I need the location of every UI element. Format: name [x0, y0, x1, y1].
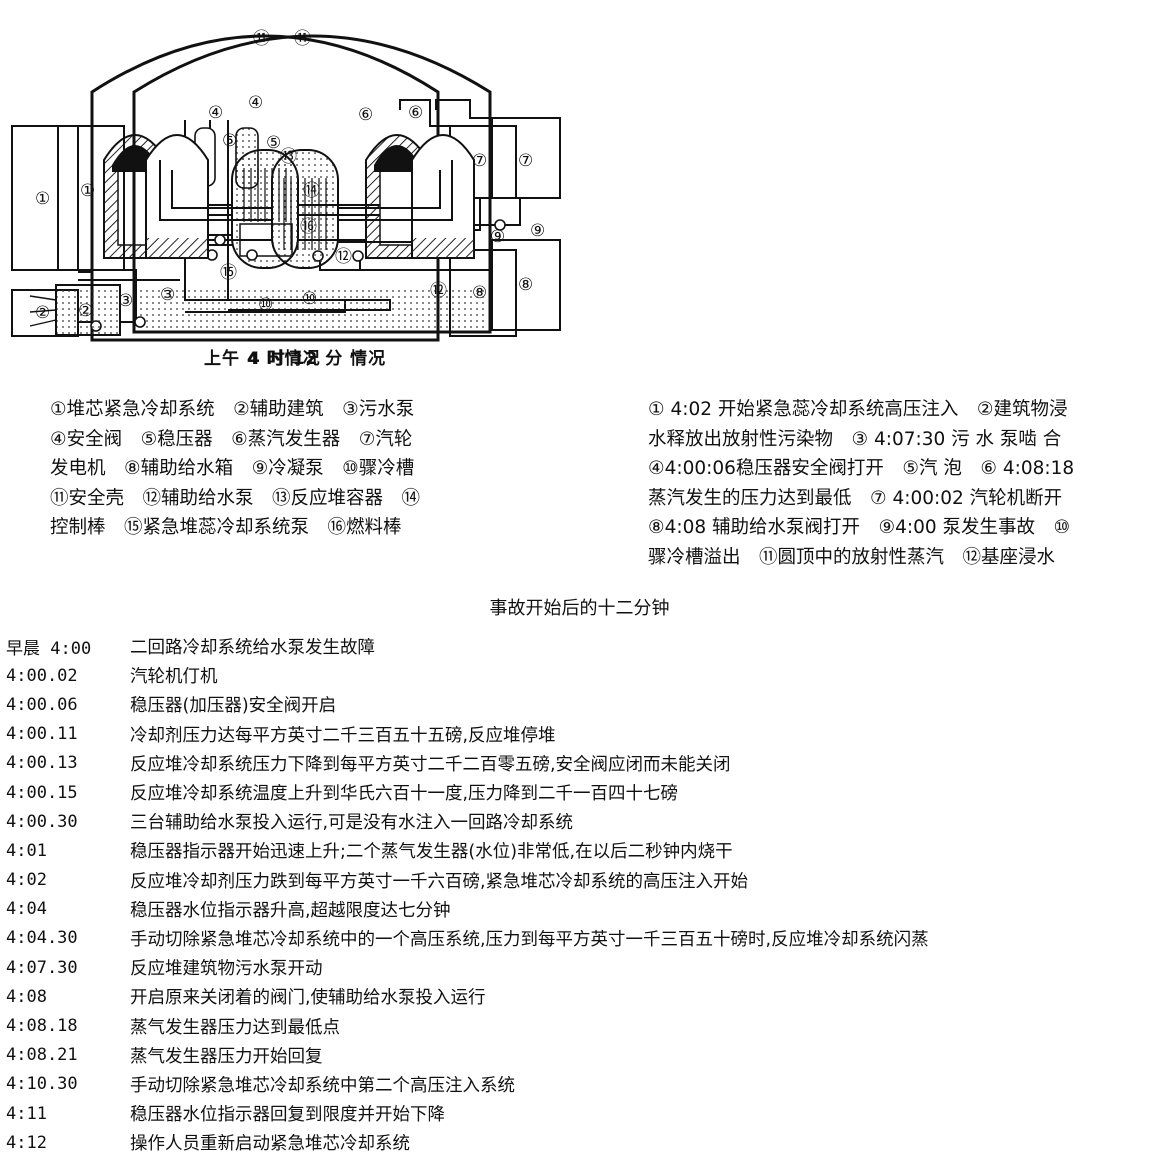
timeline-time: 4:00.15: [6, 782, 78, 803]
timeline-event: 开启原来关闭着的阀门,使辅助给水泵投入运行: [130, 988, 486, 1009]
timeline-time: 4:11: [6, 1103, 47, 1124]
marker-4: ④: [208, 103, 223, 123]
timeline-row: 早晨 4:00 二回路冷却系统给水泵发生故障: [6, 632, 1156, 661]
diagram-marker: ②: [78, 301, 93, 321]
timeline-row: 4:00.15 反应堆冷却系统温度上升到华氏六百十一度,压力降到二千一百四十七磅: [6, 778, 1156, 807]
timeline-time: 4:00.30: [6, 811, 78, 832]
timeline-event: 汽轮机仃机: [130, 667, 218, 688]
marker-2: ②: [35, 303, 50, 323]
timeline-row: 4:10.30 手动切除紧急堆芯冷却系统中第二个高压注入系统: [6, 1070, 1156, 1099]
timeline-time: 4:04: [6, 899, 47, 920]
timeline-time: 4:00.02: [6, 665, 78, 686]
timeline-row: 4:00.11 冷却剂压力达每平方英寸二千三百五十五磅,反应堆停堆: [6, 720, 1156, 749]
timeline-event: 稳压器水位指示器升高,超越限度达七分钟: [130, 900, 451, 921]
timeline-time: 4:08.18: [6, 1016, 78, 1037]
containment-dome: [90, 34, 440, 342]
timeline-row: 4:02 反应堆冷却剂压力跌到每平方英寸一千六百磅,紧急堆芯冷却系统的高压注入开始: [6, 866, 1156, 895]
legend-left: ①堆芯紧急冷却系统 ②辅助建筑 ③污水泵 ④安全阀 ⑤稳压器 ⑥蒸汽发生器 ⑦汽…: [50, 399, 421, 538]
timeline-row: 4:08.21 蒸气发生器压力开始回复: [6, 1041, 1156, 1070]
timeline-row: 4:00.06 稳压器(加压器)安全阀开启: [6, 690, 1156, 719]
timeline-row: 4:00.30 三台辅助给水泵投入运行,可是没有水注入一回路冷却系统: [6, 807, 1156, 836]
timeline-row: 4:04.30 手动切除紧急堆芯冷却系统中的一个高压系统,压力到每平方英寸一千三百…: [6, 924, 1156, 953]
timeline-time: 4:02: [6, 870, 47, 891]
timeline-event: 稳压器指示器开始迅速上升;二个蒸气发生器(水位)非常低,在以后二秒钟内烧干: [130, 842, 733, 863]
timeline-event: 稳压器(加压器)安全阀开启: [130, 696, 337, 717]
timeline-row: 4:07.30 反应堆建筑物污水泵开动: [6, 953, 1156, 982]
fig-caption-left: 上午 4 时情况: [204, 349, 321, 369]
diagram-marker: ⑥: [408, 103, 423, 123]
timeline-event: 操作人员重新启动紧急堆芯冷却系统: [130, 1134, 410, 1155]
timeline-event: 反应堆冷却系统压力下降到每平方英寸二千二百零五磅,安全阀应闭而未能关闭: [130, 754, 731, 775]
timeline-time: 4:00.11: [6, 724, 78, 745]
timeline-row: 4:12 操作人员重新启动紧急堆芯冷却系统: [6, 1128, 1156, 1157]
timeline-event: 手动切除紧急堆芯冷却系统中第二个高压注入系统: [130, 1075, 515, 1096]
diagram-marker: ⑪: [294, 29, 311, 49]
timeline-event: 三台辅助给水泵投入运行,可是没有水注入一回路冷却系统: [130, 813, 574, 834]
timeline-time: 4:08: [6, 986, 47, 1007]
timeline-time: 4:00.06: [6, 694, 78, 715]
marker-1: ①: [35, 189, 50, 209]
diagram-marker: ⑦: [518, 151, 533, 171]
timeline-row: 4:08 开启原来关闭着的阀门,使辅助给水泵投入运行: [6, 982, 1156, 1011]
diagram-marker: ⑤: [266, 133, 281, 153]
timeline-event: 手动切除紧急堆芯冷却系统中的一个高压系统,压力到每平方英寸一千三百五十磅时,反应…: [130, 929, 929, 950]
timeline-time: 早晨 4:00: [6, 639, 92, 660]
timeline-event: 反应堆冷却系统温度上升到华氏六百十一度,压力降到二千一百四十七磅: [130, 784, 679, 805]
event-timeline: 早晨 4:00 二回路冷却系统给水泵发生故障 4:00.02 汽轮机仃机 4:00.…: [6, 632, 1156, 1157]
timeline-time: 4:12: [6, 1132, 47, 1153]
marker-3: ③: [118, 291, 133, 311]
timeline-row: 4:00.02 汽轮机仃机: [6, 661, 1156, 690]
timeline-event: 稳压器水位指示器回复到限度并开始下降: [130, 1105, 445, 1126]
fig-caption-right: 4 时 12 分 情况: [248, 349, 387, 369]
timeline-time: 4:00.13: [6, 753, 78, 774]
timeline-time: 4:08.21: [6, 1045, 78, 1066]
marker-7: ⑦: [472, 151, 487, 171]
timeline-row: 4:08.18 蒸气发生器压力达到最低点: [6, 1011, 1156, 1040]
diagram-marker: ⑨: [530, 221, 545, 241]
section-title: 事故开始后的十二分钟: [489, 598, 670, 619]
ecc-box: [11, 125, 79, 271]
timeline-time: 4:04.30: [6, 928, 78, 949]
timeline-event: 蒸气发生器压力开始回复: [130, 1046, 323, 1067]
diagram-marker: ③: [160, 285, 175, 305]
timeline-time: 4:01: [6, 840, 47, 861]
diagram-marker: ⑫: [430, 281, 447, 301]
timeline-event: 冷却剂压力达每平方英寸二千三百五十五磅,反应堆停堆: [130, 725, 556, 746]
diagram-marker: ④: [248, 93, 263, 113]
timeline-row: 4:00.13 反应堆冷却系统压力下降到每平方英寸二千二百零五磅,安全阀应闭而未能…: [6, 749, 1156, 778]
diagram-marker: ①: [80, 181, 95, 201]
marker-12: ⑫: [335, 247, 352, 267]
diagram-marker: ⑩: [302, 289, 317, 309]
timeline-row: 4:04 稳压器水位指示器升高,超越限度达七分钟: [6, 895, 1156, 924]
timeline-event: 蒸气发生器压力达到最低点: [130, 1017, 340, 1038]
timeline-event: 反应堆建筑物污水泵开动: [130, 959, 323, 980]
timeline-time: 4:07.30: [6, 957, 78, 978]
marker-6: ⑥: [358, 105, 373, 125]
timeline-event: 二回路冷却系统给水泵发生故障: [130, 638, 375, 659]
reactor-diagram-412: ① ② ③ ④ ⑤ ⑥ ⑦ ⑧ ⑨ ⑩ ⑪ ⑫ 4 时 12 分 情况: [0, 0, 569, 380]
marker-9: ⑨: [490, 227, 505, 247]
diagram-marker: ⑧: [518, 275, 533, 295]
legend-right: ① 4:02 开始紧急蕊冷却系统高压注入 ②建筑物浸 水释放出放射性污染物 ③ …: [648, 399, 1075, 568]
timeline-event: 反应堆冷却剂压力跌到每平方英寸一千六百磅,紧急堆芯冷却系统的高压注入开始: [130, 871, 749, 892]
timeline-row: 4:11 稳压器水位指示器回复到限度并开始下降: [6, 1099, 1156, 1128]
timeline-time: 4:10.30: [6, 1074, 78, 1095]
marker-5: ⑤: [222, 131, 237, 151]
timeline-row: 4:01 稳压器指示器开始迅速上升;二个蒸气发生器(水位)非常低,在以后二秒钟内烧…: [6, 836, 1156, 865]
